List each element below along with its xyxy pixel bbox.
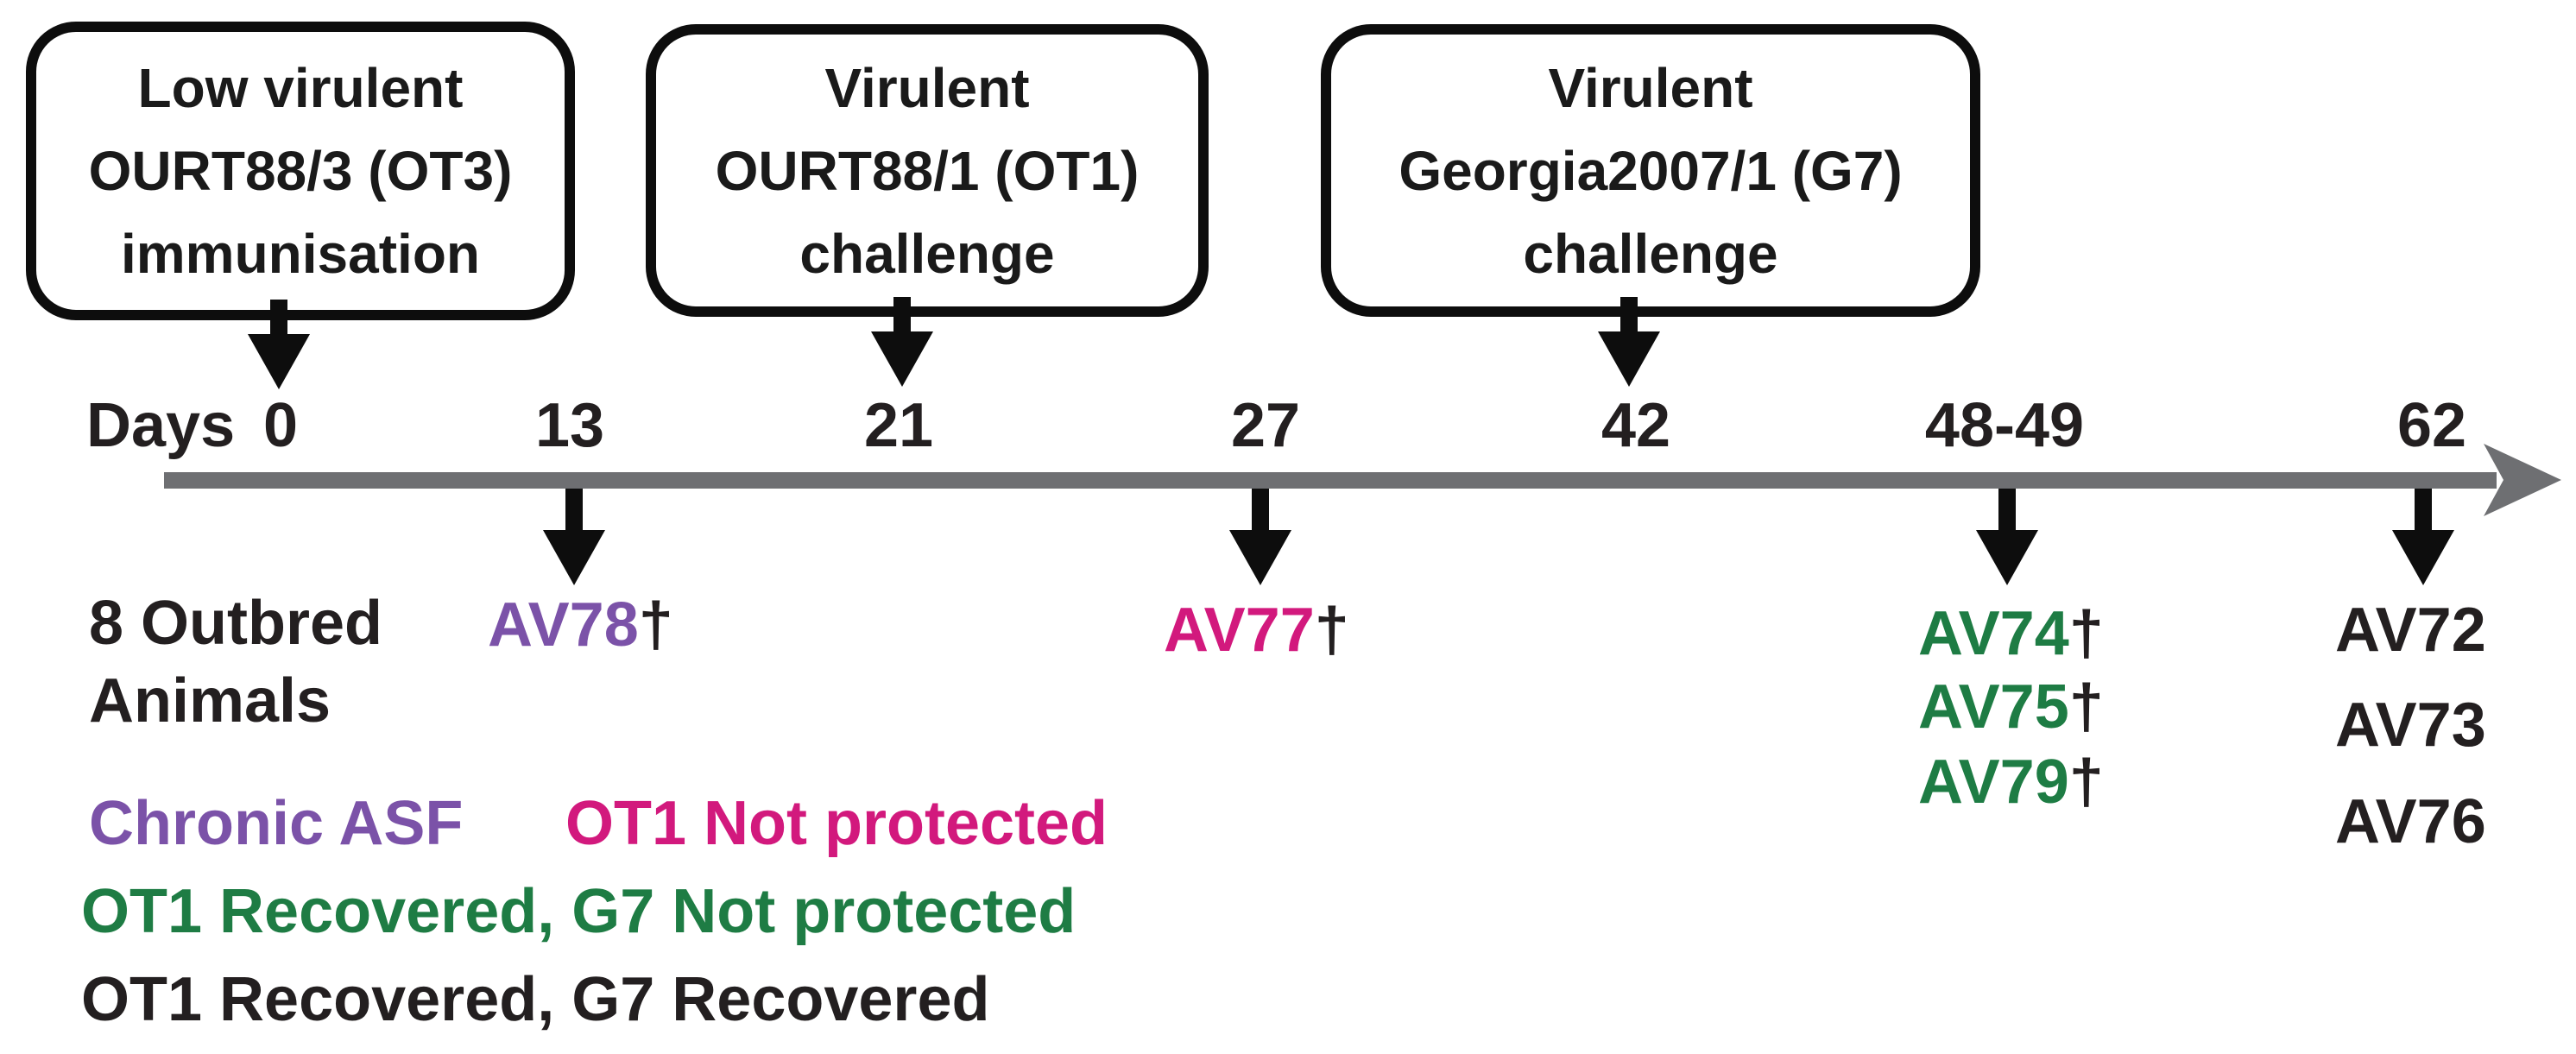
animal-id: AV73 [2335, 691, 2486, 760]
box-line: Virulent [1548, 56, 1753, 119]
down-arrow-day-13 [543, 489, 605, 585]
dagger-mark: † [2068, 748, 2104, 817]
arrow-stem [2415, 489, 2432, 530]
box-ot1-challenge: Virulent OURT88/1 (OT1) challenge [646, 24, 1209, 317]
arrow-stem [893, 297, 911, 331]
day-tick-27: 27 [1230, 391, 1301, 460]
arrow-head-icon [248, 334, 310, 389]
arrow-stem [565, 489, 583, 530]
day-tick-42: 42 [1601, 391, 1671, 460]
day-tick-21: 21 [863, 391, 934, 460]
box-line: challenge [1523, 222, 1778, 285]
arrow-head-icon [2392, 530, 2454, 585]
animal-label-av78: AV78† [488, 589, 673, 662]
animal-label-av74: AV74† [1918, 597, 2104, 671]
animal-id: AV74 [1918, 599, 2069, 668]
animal-label-av79: AV79† [1918, 746, 2104, 819]
animal-id: AV77 [1164, 596, 1315, 665]
dagger-mark: † [2068, 672, 2104, 742]
animal-id: AV78 [488, 590, 639, 660]
box-line: immunisation [120, 223, 481, 285]
box-line: OURT88/3 (OT3) [88, 140, 513, 202]
legend-chronic-asf: Chronic ASF [89, 789, 464, 858]
animal-label-av77: AV77† [1164, 594, 1349, 667]
legend-ot1-recovered-g7-recovered: OT1 Recovered, G7 Recovered [81, 965, 990, 1034]
box-line: Virulent [824, 56, 1030, 119]
dagger-mark: † [1314, 596, 1349, 665]
animal-label-av73: AV73 [2335, 689, 2486, 762]
cohort-label-line1: 8 Outbred [89, 589, 383, 658]
arrow-head-icon [543, 530, 605, 585]
timeline-bar [164, 472, 2497, 489]
day-tick-48-49: 48-49 [1924, 391, 2085, 460]
day-tick-62: 62 [2396, 391, 2467, 460]
animal-id: AV79 [1918, 748, 2069, 817]
arrow-stem [1252, 489, 1269, 530]
timeline-arrowhead-icon [2484, 444, 2561, 516]
animal-label-av72: AV72 [2335, 594, 2486, 667]
legend-ot1-not-protected: OT1 Not protected [565, 789, 1108, 858]
down-arrow-to-day-42 [1598, 297, 1660, 387]
box-line: Low virulent [137, 57, 464, 119]
box-ot3-immunisation: Low virulent OURT88/3 (OT3) immunisation [26, 22, 575, 320]
down-arrow-day-48-49 [1976, 489, 2038, 585]
down-arrow-day-62 [2392, 489, 2454, 585]
arrow-stem [1620, 297, 1638, 331]
arrow-head-icon [1976, 530, 2038, 585]
box-line: Georgia2007/1 (G7) [1398, 139, 1903, 202]
arrow-stem [1998, 489, 2016, 530]
dagger-mark: † [2068, 599, 2104, 668]
cohort-label-line2: Animals [89, 666, 331, 735]
day-tick-13: 13 [534, 391, 605, 460]
animal-id: AV72 [2335, 596, 2486, 665]
down-arrow-to-day-0 [248, 300, 310, 389]
animal-id: AV76 [2335, 787, 2486, 856]
axis-label-days: Days [86, 391, 236, 460]
down-arrow-to-day-21 [871, 297, 933, 387]
day-tick-0: 0 [262, 391, 299, 460]
arrow-stem [270, 300, 287, 334]
arrow-head-icon [1598, 331, 1660, 387]
box-line: challenge [799, 222, 1055, 285]
legend-ot1-recovered-g7-not-protected: OT1 Recovered, G7 Not protected [81, 877, 1076, 946]
animal-label-av75: AV75† [1918, 671, 2104, 744]
down-arrow-day-27 [1229, 489, 1291, 585]
dagger-mark: † [638, 590, 673, 660]
animal-id: AV75 [1918, 672, 2069, 742]
box-line: OURT88/1 (OT1) [715, 139, 1140, 202]
animal-label-av76: AV76 [2335, 786, 2486, 859]
box-g7-challenge: Virulent Georgia2007/1 (G7) challenge [1321, 24, 1980, 317]
arrow-head-icon [871, 331, 933, 387]
arrow-head-icon [1229, 530, 1291, 585]
